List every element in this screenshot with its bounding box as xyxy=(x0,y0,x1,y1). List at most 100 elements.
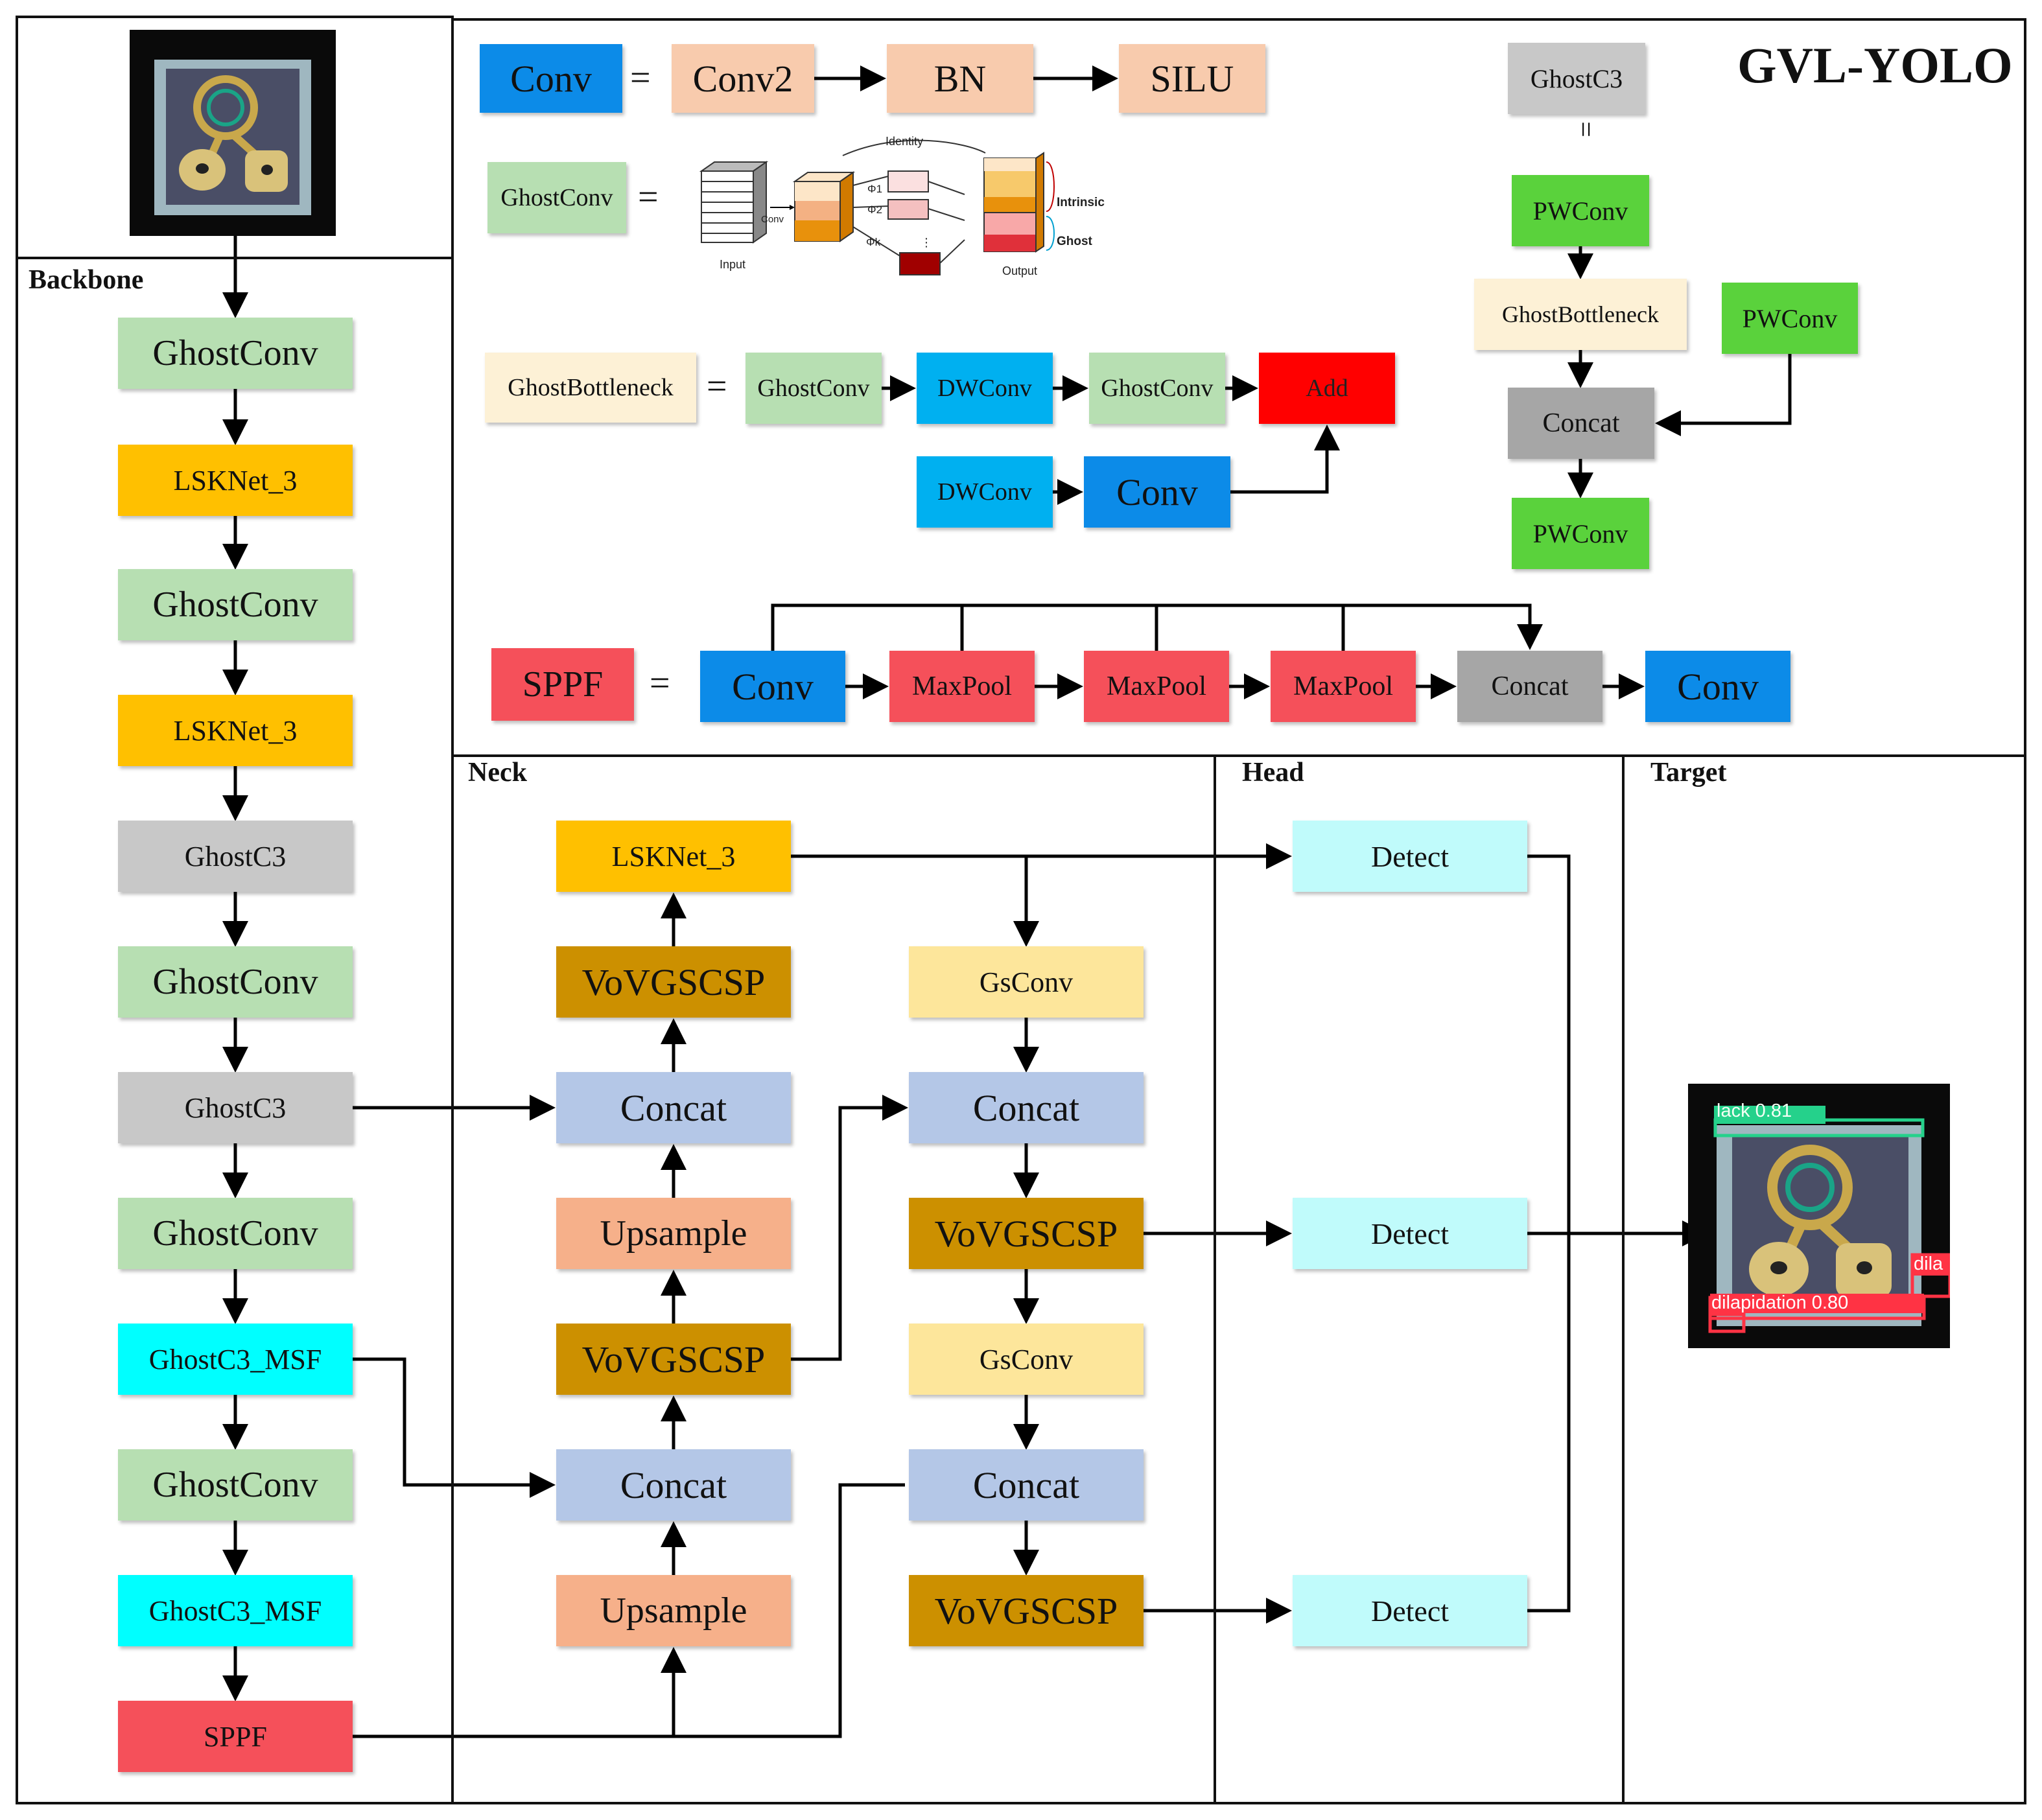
backbone-ghostc3-1: GhostC3 xyxy=(118,821,353,892)
gc-fig-phi2: Φ2 xyxy=(867,204,883,216)
gc-fig-phik: Φk xyxy=(866,236,881,248)
connector-arrow xyxy=(1655,354,1792,436)
backbone-ghostconv-5-label: GhostConv xyxy=(152,1465,318,1505)
connector-arrow xyxy=(674,1483,905,1738)
legend-ghostbottleneck-box-label: GhostBottleneck xyxy=(508,374,674,401)
neck-concat-1-label: Concat xyxy=(620,1086,727,1129)
legend-ghostconv-box-label: GhostConv xyxy=(500,184,613,211)
sppf-maxpool-1: MaxPool xyxy=(889,651,1035,722)
connector-arrow xyxy=(1230,425,1340,494)
diagram-title: GVL-YOLO xyxy=(1737,37,2013,93)
gc3-concat: Concat xyxy=(1508,388,1654,459)
backbone-ghostconv-2-label: GhostConv xyxy=(152,585,318,625)
backbone-lsknet-1: LSKNet_3 xyxy=(118,445,353,516)
equals-ghostbottleneck: = xyxy=(707,366,727,406)
neck-vovgscsp-4-label: VoVGSCSP xyxy=(934,1589,1118,1632)
neck-vovgscsp-1-label: VoVGSCSP xyxy=(581,961,766,1003)
legend-sppf-box: SPPF xyxy=(491,648,634,721)
gb-conv: Conv xyxy=(1084,456,1230,528)
legend-ghostconv-box: GhostConv xyxy=(487,162,626,233)
neck-gsconv-2: GsConv xyxy=(909,1324,1144,1395)
neck-concat-4-label: Concat xyxy=(972,1464,1080,1506)
gc-fig-output: Output xyxy=(1002,264,1038,277)
legend-conv2-box: Conv2 xyxy=(672,44,814,113)
legend-conv-box: Conv xyxy=(480,44,622,113)
backbone-lsknet-2: LSKNet_3 xyxy=(118,695,353,766)
neck-gsconv-1: GsConv xyxy=(909,946,1144,1018)
neck-concat-1: Concat xyxy=(556,1072,791,1143)
backbone-ghostc3msf-2-label: GhostC3_MSF xyxy=(148,1594,322,1627)
neck-gsconv-2-label: GsConv xyxy=(979,1343,1074,1375)
neck-vovgscsp-1: VoVGSCSP xyxy=(556,946,791,1018)
legend-bn-box: BN xyxy=(887,44,1033,113)
backbone-ghostc3msf-2: GhostC3_MSF xyxy=(118,1575,353,1646)
backbone-ghostc3msf-1: GhostC3_MSF xyxy=(118,1324,353,1395)
ghostconv-illustration xyxy=(699,139,1055,275)
legend-ghostbottleneck-box: GhostBottleneck xyxy=(485,353,696,423)
sppf-conv-2: Conv xyxy=(1645,651,1790,722)
sppf-maxpool-1-label: MaxPool xyxy=(911,671,1012,701)
head-detect-2-label: Detect xyxy=(1370,1217,1449,1250)
gc3-pwconv-3-label: PWConv xyxy=(1532,519,1628,548)
gb-dwconv-2: DWConv xyxy=(917,456,1053,528)
neck-concat-4: Concat xyxy=(909,1449,1144,1521)
gb-ghostconv-1-label: GhostConv xyxy=(757,375,870,402)
backbone-ghostconv-3: GhostConv xyxy=(118,946,353,1018)
backbone-ghostconv-2: GhostConv xyxy=(118,569,353,640)
equals-ghostc3: = xyxy=(1569,121,1602,137)
backbone-ghostconv-4-label: GhostConv xyxy=(152,1213,318,1254)
backbone-ghostc3msf-1-label: GhostC3_MSF xyxy=(148,1343,322,1375)
gc-fig-intrinsic: Intrinsic xyxy=(1057,196,1105,209)
gc3-pwconv-1-label: PWConv xyxy=(1532,196,1628,226)
legend-ghostc3-box-label: GhostC3 xyxy=(1530,64,1623,93)
backbone-ghostc3-1-label: GhostC3 xyxy=(184,840,287,872)
sppf-concat: Concat xyxy=(1457,651,1602,722)
legend-silu-box: SILU xyxy=(1119,44,1265,113)
gc3-pwconv-1: PWConv xyxy=(1512,175,1649,246)
legend-sppf-box-label: SPPF xyxy=(522,664,604,705)
backbone-ghostconv-1: GhostConv xyxy=(118,318,353,389)
gc3-ghostbottleneck: GhostBottleneck xyxy=(1474,279,1687,350)
backbone-ghostconv-3-label: GhostConv xyxy=(152,962,318,1002)
sppf-conv-1-label: Conv xyxy=(732,665,814,708)
neck-concat-2-label: Concat xyxy=(620,1464,727,1506)
neck-upsample-2: Upsample xyxy=(556,1575,791,1646)
neck-lsknet-label: LSKNet_3 xyxy=(611,840,736,872)
neck-vovgscsp-3: VoVGSCSP xyxy=(909,1198,1144,1269)
neck-concat-3-label: Concat xyxy=(972,1086,1080,1129)
head-detect-3: Detect xyxy=(1293,1575,1527,1646)
gc3-pwconv-2-label: PWConv xyxy=(1742,303,1838,333)
neck-vovgscsp-4: VoVGSCSP xyxy=(909,1575,1144,1646)
sppf-conv-2-label: Conv xyxy=(1677,665,1759,708)
backbone-ghostconv-4: GhostConv xyxy=(118,1198,353,1269)
gc-fig-dots: ⋮ xyxy=(921,236,932,249)
head-detect-1-label: Detect xyxy=(1370,839,1449,873)
gc3-ghostbottleneck-label: GhostBottleneck xyxy=(1502,301,1659,327)
input-chip-image xyxy=(130,30,336,236)
legend-ghostc3-box: GhostC3 xyxy=(1508,43,1645,114)
neck-concat-2: Concat xyxy=(556,1449,791,1521)
head-panel xyxy=(1214,754,1625,1804)
neck-title: Neck xyxy=(468,758,527,788)
backbone-ghostc3-2-label: GhostC3 xyxy=(184,1091,287,1124)
target-panel xyxy=(1622,754,2026,1804)
equals-sppf: = xyxy=(650,663,670,703)
gc3-pwconv-3: PWConv xyxy=(1512,498,1649,569)
gc-fig-input: Input xyxy=(720,258,746,271)
legend-conv2-box-label: Conv2 xyxy=(692,57,793,100)
neck-upsample-2-label: Upsample xyxy=(600,1591,747,1631)
detection-label-dila: dila xyxy=(1914,1254,1943,1274)
detection-label-lack: lack 0.81 xyxy=(1717,1101,1792,1121)
gb-ghostconv-1: GhostConv xyxy=(745,353,882,424)
sppf-maxpool-2: MaxPool xyxy=(1084,651,1229,722)
gc-fig-phi1: Φ1 xyxy=(867,183,883,195)
head-detect-1: Detect xyxy=(1293,821,1527,892)
detection-label-dilapidation: dilapidation 0.80 xyxy=(1711,1292,1849,1313)
gb-add-label: Add xyxy=(1306,375,1348,402)
connector-arrow xyxy=(771,603,1543,651)
legend-conv-box-label: Conv xyxy=(510,57,592,100)
equals-ghostconv: = xyxy=(638,177,659,217)
gc-fig-ghost: Ghost xyxy=(1057,235,1092,248)
sppf-conv-1: Conv xyxy=(700,651,845,722)
